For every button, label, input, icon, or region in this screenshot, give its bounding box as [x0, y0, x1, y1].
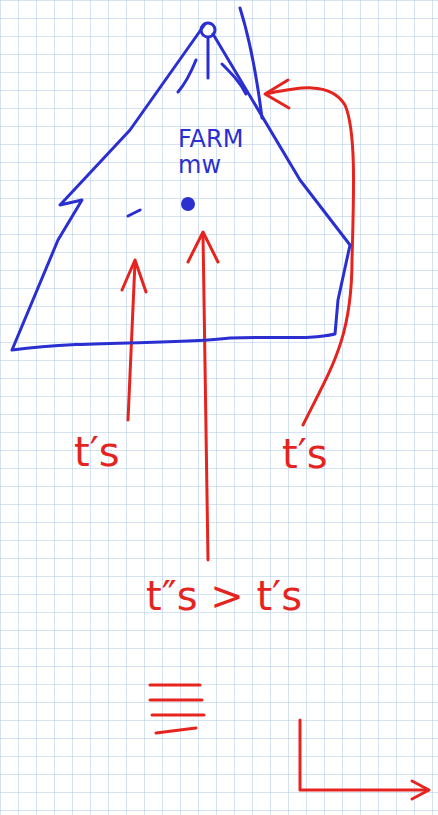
equiv-sign	[150, 685, 204, 733]
arrow-head	[265, 80, 289, 108]
wind-farm-region: FARM mw	[0, 0, 438, 365]
right-curved-arrow	[266, 88, 354, 425]
left-arrow	[128, 262, 135, 420]
time-comparison: t″s > t′s	[146, 574, 302, 618]
arrow-head	[122, 260, 146, 292]
middle-arrow	[203, 234, 208, 560]
time-label: t′s	[74, 430, 120, 474]
arrow-head	[188, 232, 218, 262]
farm-label: FARM mw	[178, 126, 243, 179]
axis-lines	[300, 720, 428, 790]
time-label: t′s	[282, 432, 328, 476]
axis-arrow-head	[412, 781, 429, 799]
farm-outline	[0, 0, 438, 365]
